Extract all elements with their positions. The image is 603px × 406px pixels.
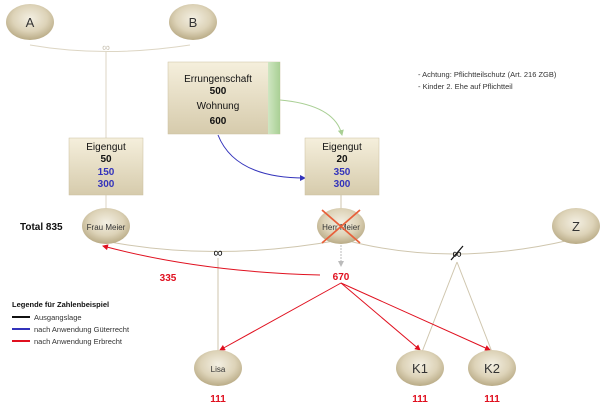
person-b[interactable]: B [169, 4, 217, 40]
eigengut-herr-title: Eigengut [322, 142, 362, 153]
legend-item: nach Anwendung Güterrecht [12, 323, 129, 335]
flow-red-k2 [340, 282, 491, 351]
errungenschaft-box[interactable]: Errungenschaft 500 Wohnung 600 [167, 61, 281, 135]
marriage-symbol-a-b: ∞ [102, 42, 110, 54]
marriage-line-frau-herr [109, 239, 341, 252]
legend-label: Ausgangslage [34, 312, 82, 322]
eigengut-frau-box[interactable]: Eigengut 50 150 300 [68, 137, 144, 196]
note-1: - Achtung: Pflichtteilschutz (Art. 216 Z… [418, 70, 557, 79]
person-herr-meier[interactable]: Herr Meier [317, 208, 365, 244]
flow-red-lisa [219, 282, 342, 351]
person-a-label: A [26, 15, 35, 30]
wohnung-value: 600 [210, 116, 227, 127]
notes: - Achtung: Pflichtteilschutz (Art. 216 Z… [418, 69, 556, 93]
lisa-value: 111 [210, 394, 226, 405]
descent-line-k1 [421, 261, 458, 353]
flow-blue [217, 134, 306, 181]
flow-red-frau [102, 244, 321, 276]
eigengut-frau-blue-2: 300 [98, 179, 115, 190]
legend-item: nach Anwendung Erbrecht [12, 335, 129, 347]
legend-label: nach Anwendung Güterrecht [34, 324, 130, 334]
person-k1[interactable]: K1 [396, 350, 444, 386]
legend-item: Ausgangslage [12, 311, 129, 323]
person-z-label: Z [572, 219, 580, 234]
errungenschaft-value: 500 [210, 86, 227, 97]
errungenschaft-title: Errungenschaft [184, 74, 252, 85]
marriage-line-a-b [29, 44, 191, 52]
eigengut-herr-box[interactable]: Eigengut 20 350 300 [304, 137, 380, 196]
eigengut-frau-blue-1: 150 [98, 167, 115, 178]
legend-label: nach Anwendung Erbrecht [34, 336, 122, 346]
deceased-cross-icon-stroke [321, 209, 361, 244]
legend-swatch-blue [12, 328, 30, 330]
divorce-strike-icon [450, 245, 464, 261]
total-label: Total 835 [20, 222, 63, 233]
legend-title: Legende für Zahlenbeispiel [12, 300, 110, 309]
legend-swatch-red [12, 340, 30, 342]
person-a[interactable]: A [6, 4, 54, 40]
marriage-line-herr-z [344, 239, 571, 255]
person-frau-meier-label: Frau Meier [87, 223, 126, 232]
eigengut-herr-value: 20 [336, 154, 348, 165]
k1-value: 111 [412, 394, 428, 405]
person-frau-meier[interactable]: Frau Meier [82, 208, 130, 244]
person-lisa-label: Lisa [211, 365, 226, 374]
flow-red-k1 [340, 282, 421, 351]
k2-value: 111 [484, 394, 500, 405]
person-k1-label: K1 [412, 361, 428, 376]
eigengut-frau-value: 50 [100, 154, 112, 165]
legend-swatch-black [12, 316, 30, 318]
person-lisa[interactable]: Lisa [194, 350, 242, 386]
person-b-label: B [189, 15, 198, 30]
legend: Legende für Zahlenbeispiel Ausgangslage … [12, 300, 129, 347]
eigengut-herr-blue-1: 350 [334, 167, 351, 178]
eigengut-herr-blue-2: 300 [334, 179, 351, 190]
flow-green [279, 99, 344, 136]
person-z[interactable]: Z [552, 208, 600, 244]
flow-value-frau: 335 [160, 273, 177, 284]
person-k2[interactable]: K2 [468, 350, 516, 386]
flow-value-estate: 670 [333, 272, 350, 283]
eigengut-frau-title: Eigengut [86, 142, 126, 153]
descent-line-k2 [456, 261, 493, 353]
marriage-symbol-frau-herr: ∞ [213, 245, 222, 260]
person-k2-label: K2 [484, 361, 500, 376]
note-2: - Kinder 2. Ehe auf Pflichtteil [418, 82, 513, 91]
wohnung-title: Wohnung [197, 101, 240, 112]
